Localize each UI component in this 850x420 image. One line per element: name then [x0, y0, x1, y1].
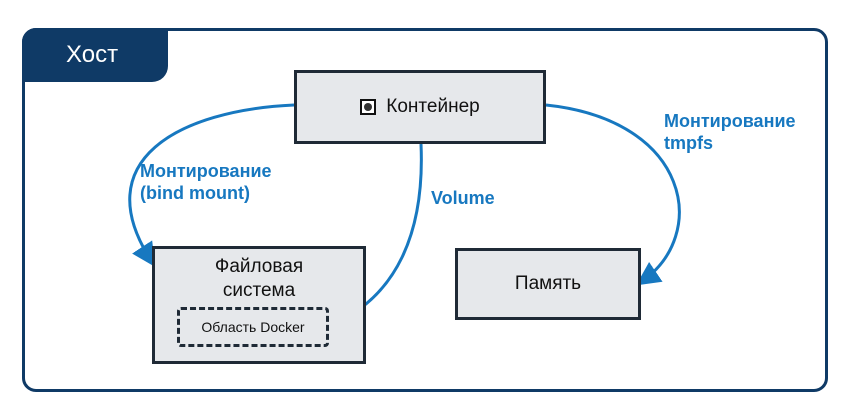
docker-area-label: Область Docker — [201, 319, 305, 335]
bind-mount-arrow — [128, 103, 295, 268]
filesystem-title-line2: система — [222, 280, 296, 301]
filesystem-box: Файловая система Область Docker — [152, 246, 366, 364]
bind-mount-label: Монтирование (bind mount) — [140, 160, 272, 204]
volume-label: Volume — [431, 188, 495, 208]
container-icon — [360, 99, 377, 115]
memory-label: Память — [514, 273, 582, 294]
bind-mount-label-line2: (bind mount) — [140, 183, 250, 203]
tmpfs-arrow — [545, 103, 681, 286]
tmpfs-label-line1: Монтирование — [664, 111, 796, 131]
memory-box: Память — [455, 248, 641, 320]
bind-mount-label-line1: Монтирование — [140, 161, 272, 181]
host-title: Хост — [22, 28, 168, 82]
container-box: Контейнер — [294, 70, 546, 144]
tmpfs-label-line2: tmpfs — [664, 133, 713, 153]
container-label: Контейнер — [386, 96, 480, 117]
tmpfs-mount-label: Монтирование tmpfs — [664, 110, 796, 154]
docker-area: Область Docker — [177, 307, 329, 347]
filesystem-title-line1: Файловая — [214, 256, 304, 277]
